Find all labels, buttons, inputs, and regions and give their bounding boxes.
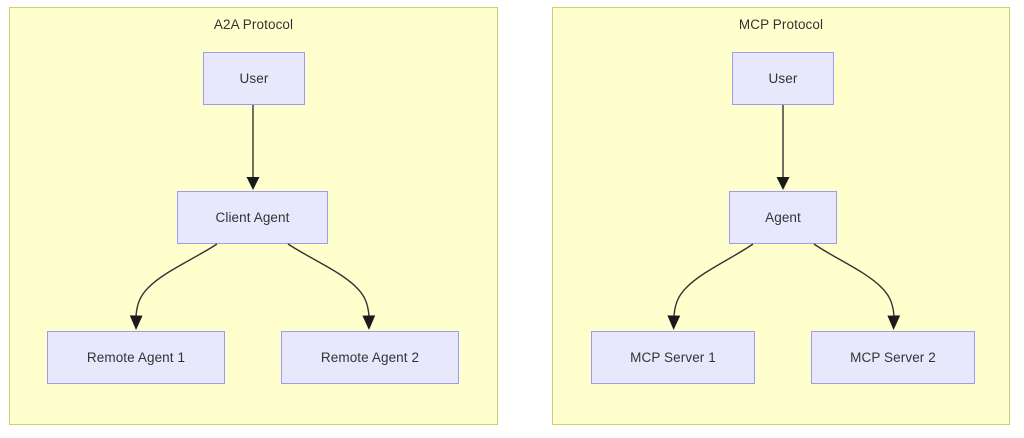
node-a2a-client-agent-label: Client Agent: [215, 210, 290, 225]
node-a2a-user-label: User: [239, 71, 269, 86]
node-mcp-server-2-label: MCP Server 2: [850, 350, 936, 365]
cluster-a2a-title: A2A Protocol: [213, 17, 294, 32]
node-mcp-agent-label: Agent: [765, 210, 801, 225]
node-a2a-remote-agent-1-label: Remote Agent 1: [86, 350, 186, 365]
node-a2a-user[interactable]: User: [203, 52, 305, 105]
node-mcp-server-2[interactable]: MCP Server 2: [811, 331, 975, 384]
node-a2a-remote-agent-2[interactable]: Remote Agent 2: [281, 331, 459, 384]
node-mcp-server-1[interactable]: MCP Server 1: [591, 331, 755, 384]
cluster-mcp-title: MCP Protocol: [738, 17, 824, 32]
node-mcp-server-1-label: MCP Server 1: [630, 350, 716, 365]
node-mcp-user-label: User: [768, 71, 798, 86]
node-mcp-user[interactable]: User: [732, 52, 834, 105]
node-a2a-remote-agent-2-label: Remote Agent 2: [320, 350, 420, 365]
node-a2a-remote-agent-1[interactable]: Remote Agent 1: [47, 331, 225, 384]
node-a2a-client-agent[interactable]: Client Agent: [177, 191, 328, 244]
node-mcp-agent[interactable]: Agent: [729, 191, 837, 244]
